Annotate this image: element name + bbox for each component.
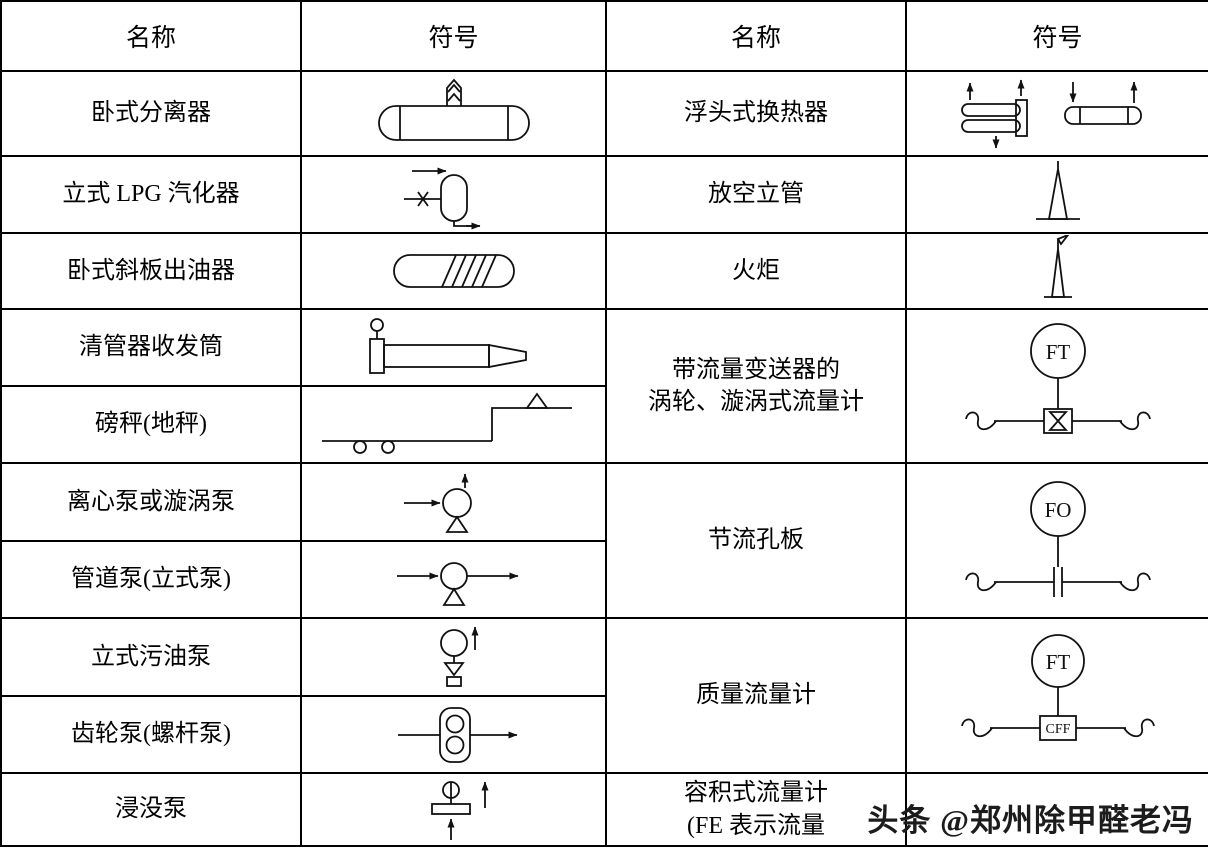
symbol-cell [302,310,607,387]
symbol-cell: FT [907,310,1208,464]
name-label: 放空立管 [708,181,804,208]
symbol-cell [302,619,607,697]
symbol-cell [302,774,607,847]
symbol-cell [302,157,607,234]
submerged-pump-icon [430,780,488,840]
name-cell: 节流孔板 [607,464,907,619]
name-cell: 火炬 [607,234,907,310]
name-cell: 容积式流量计 (FE 表示流量 [607,774,907,847]
vent-stack-icon [1035,160,1080,220]
watermark: 头条 @郑州除甲醛老冯 [867,803,1194,838]
symbol-cell [302,72,607,157]
pig-launcher-receiver-icon [368,317,527,374]
name-label: 卧式斜板出油器 [67,257,235,284]
header-label: 名称 [125,25,176,52]
header-symbol-left: 符号 [302,2,607,72]
name-label: 涡轮、漩涡式流量计 [648,389,864,415]
name-label: 浮头式换热器 [684,100,828,127]
name-cell: 立式 LPG 汽化器 [2,157,302,234]
vertical-lpg-vaporizer-icon [403,167,480,230]
symbol-cell: FO [907,464,1208,619]
header-symbol-right: 符号 [907,2,1208,72]
name-label: 离心泵或漩涡泵 [67,488,235,515]
flare-icon [1043,235,1072,298]
vertical-waste-oil-pump-icon [439,626,478,687]
header-label: 符号 [1032,25,1083,52]
symbol-cell [302,464,607,542]
restriction-orifice-icon: FO [964,480,1151,597]
symbol-cell [302,387,607,464]
name-label: 节流孔板 [708,527,804,554]
name-cell: 质量流量计 [607,619,907,774]
header-name-left: 名称 [2,2,302,72]
instrument-tag: FT [1045,650,1070,674]
symbol-cell [907,157,1208,234]
name-label: 带流量变送器的 [672,356,840,383]
name-cell: 管道泵(立式泵) [2,542,302,619]
symbol-cell [302,542,607,619]
symbol-cell: FT CFF [907,619,1208,774]
instrument-tag: FO [1044,498,1071,522]
platform-scale-icon [321,391,572,454]
pipeline-pump-icon [396,561,518,606]
symbol-cell [302,234,607,310]
horizontal-separator-icon [377,78,530,141]
name-label: 磅秤(地秤) [95,411,207,438]
name-label: 容积式流量计 [684,780,828,807]
instrument-tag: FT [1045,340,1070,364]
name-label: 浸没泵 [115,796,187,823]
name-cell: 浮头式换热器 [607,72,907,157]
name-cell: 离心泵或漩涡泵 [2,464,302,542]
turbine-vortex-flowmeter-icon: FT [964,323,1151,434]
header-label: 名称 [730,25,781,52]
name-cell: 带流量变送器的 涡轮、漩涡式流量计 [607,310,907,464]
name-label: 管道泵(立式泵) [71,566,231,593]
name-cell: 齿轮泵(螺杆泵) [2,697,302,774]
name-cell: 清管器收发筒 [2,310,302,387]
name-cell: 立式污油泵 [2,619,302,697]
name-cell: 卧式斜板出油器 [2,234,302,310]
header-name-right: 名称 [607,2,907,72]
name-label: 立式 LPG 汽化器 [62,181,240,208]
name-cell: 放空立管 [607,157,907,234]
floating-head-heat-exchanger-icon [960,79,1142,148]
flow-computer-label: CFF [1045,722,1070,737]
name-cell: 卧式分离器 [2,72,302,157]
name-label: 清管器收发筒 [79,334,223,361]
name-label: 质量流量计 [696,682,816,709]
name-cell: 浸没泵 [2,774,302,847]
horizontal-inclined-plate-oil-separator-icon [392,254,515,288]
symbol-cell [907,72,1208,157]
symbol-cell [907,774,1208,847]
name-label: 卧式分离器 [91,100,211,127]
symbol-cell [907,234,1208,310]
gear-or-screw-pump-icon [397,706,517,763]
name-label: (FE 表示流量 [687,812,825,839]
header-label: 符号 [428,25,479,52]
name-label: 齿轮泵(螺杆泵) [71,721,231,748]
mass-flowmeter-icon: FT CFF [960,633,1155,741]
name-label: 火炬 [732,257,780,284]
centrifugal-or-vortex-pump-icon [403,473,472,533]
name-cell: 磅秤(地秤) [2,387,302,464]
name-label: 立式污油泵 [91,643,211,670]
symbol-cell [302,697,607,774]
